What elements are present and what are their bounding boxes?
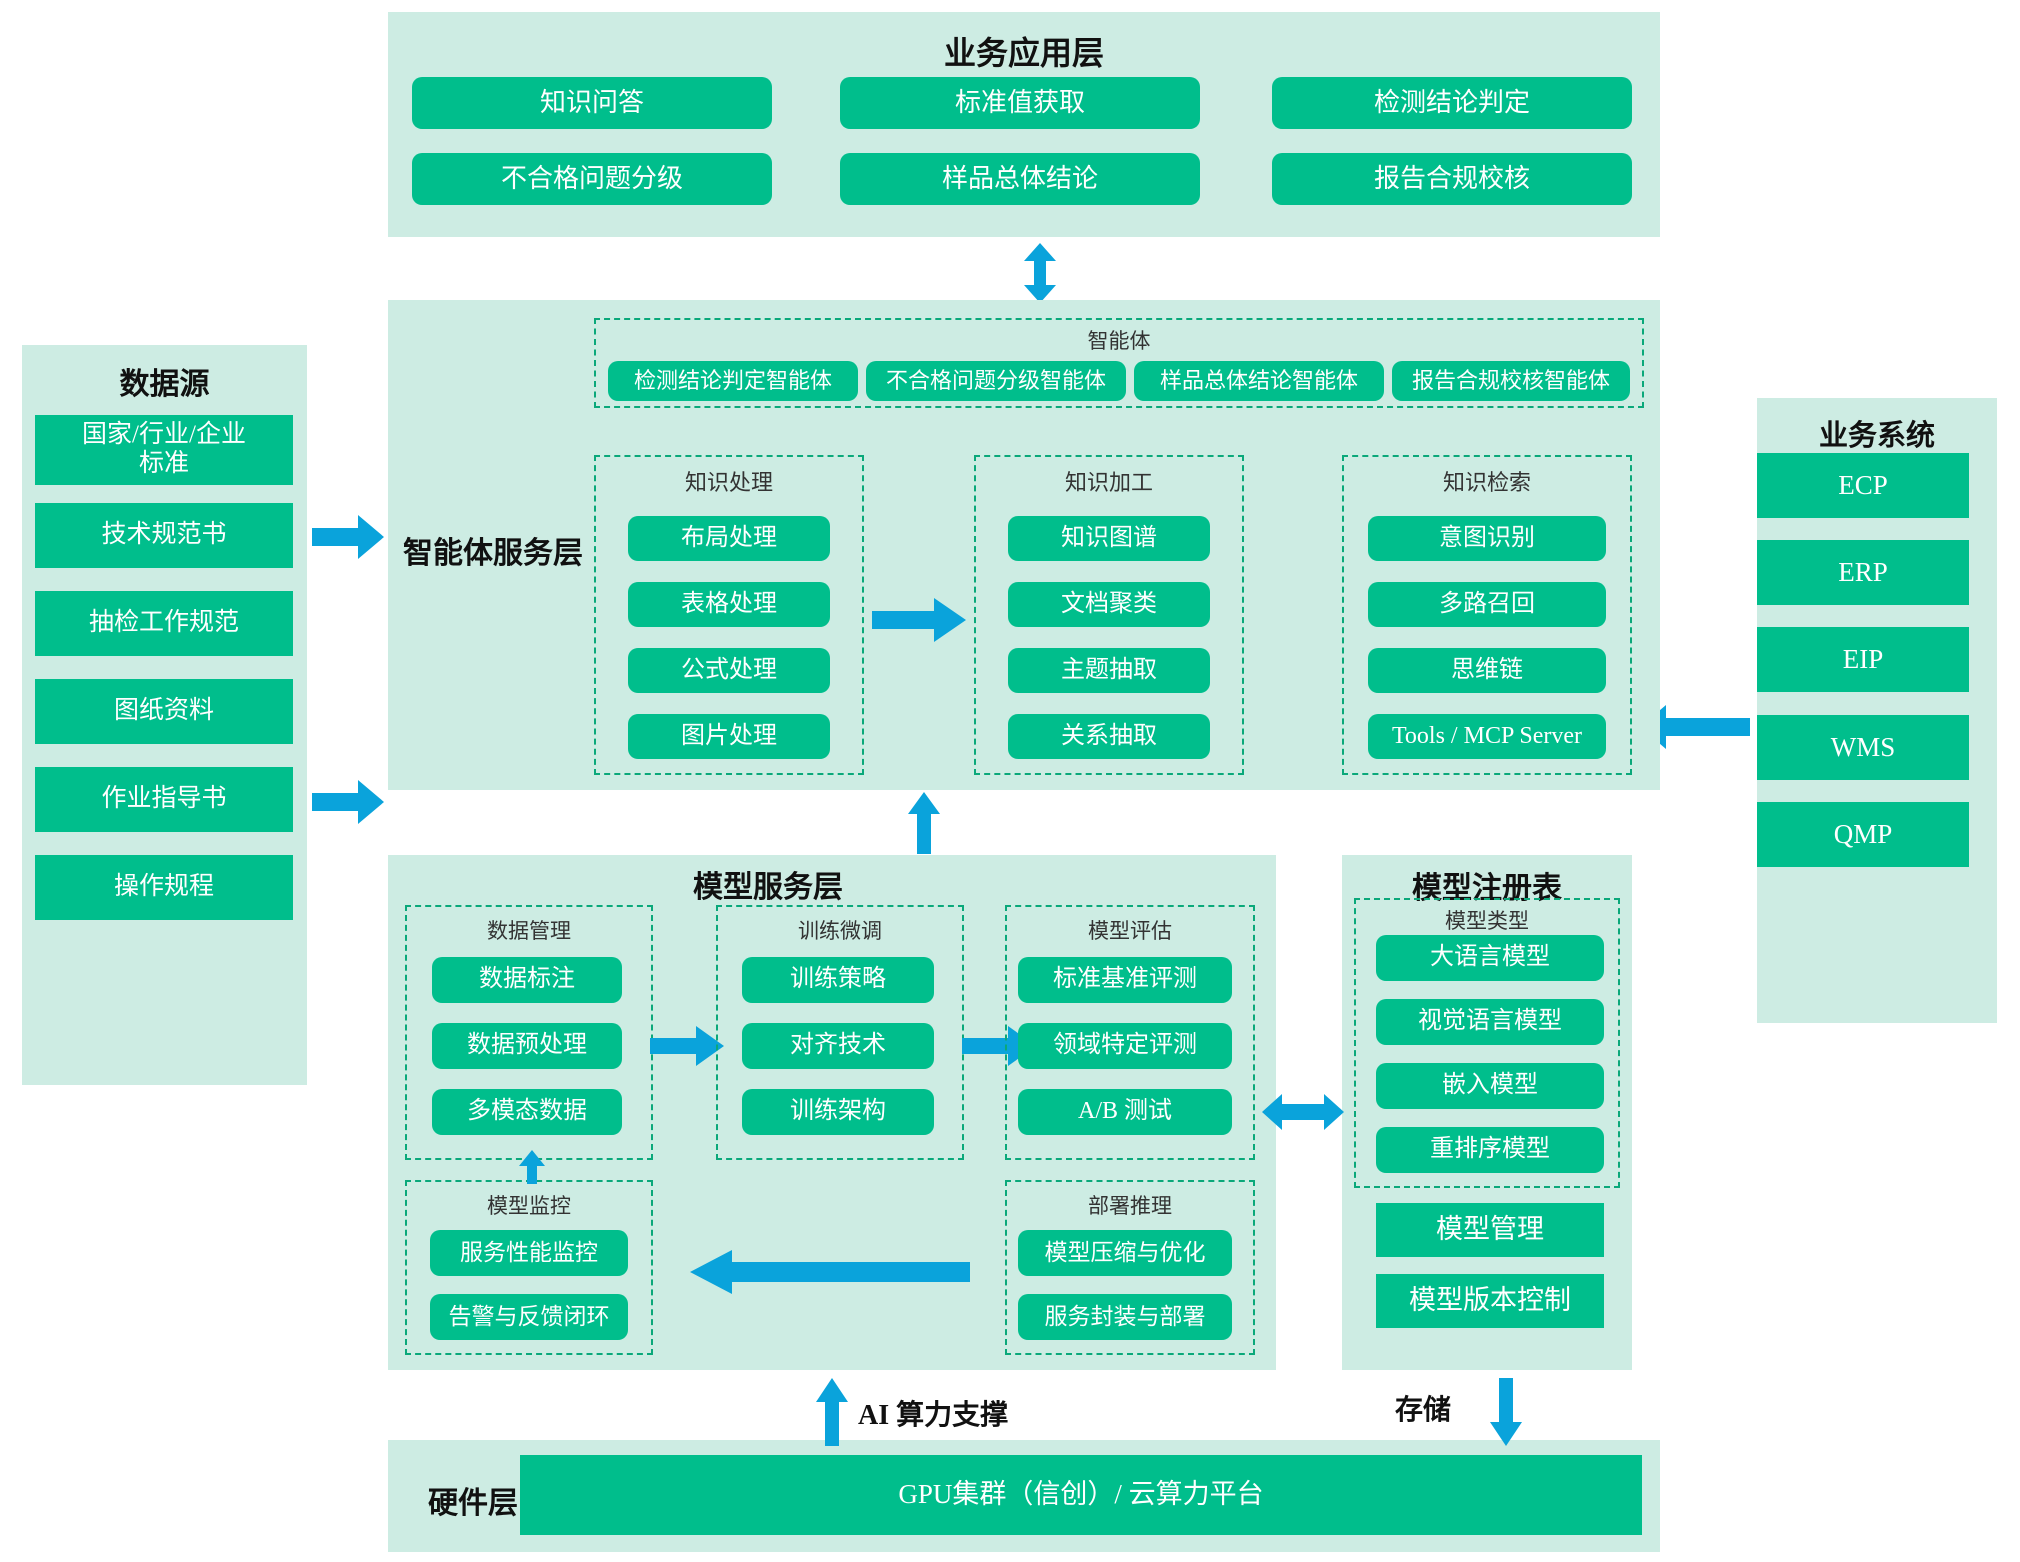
model-registry-item-management[interactable]: 模型管理 — [1376, 1203, 1604, 1257]
arrow-datasource-agent-top — [312, 515, 384, 559]
model-service-layer-title: 模型服务层 — [693, 871, 843, 904]
model-evaluation-group: 模型评估 — [1005, 905, 1255, 1160]
knowledge-retrieval-item-recall[interactable]: 多路召回 — [1368, 582, 1606, 627]
agent-item-report-compliance[interactable]: 报告合规校核智能体 — [1392, 361, 1630, 401]
business-system-item-wms[interactable]: WMS — [1757, 715, 1969, 780]
model-type-item-vlm[interactable]: 视觉语言模型 — [1376, 999, 1604, 1045]
data-management-item-preprocessing[interactable]: 数据预处理 — [432, 1023, 622, 1069]
training-finetune-group: 训练微调 — [716, 905, 964, 1160]
arrow-evaluation-registry — [1262, 1090, 1344, 1134]
knowledge-retrieval-item-cot[interactable]: 思维链 — [1368, 648, 1606, 693]
model-monitoring-title: 模型监控 — [487, 1194, 571, 1218]
model-type-item-embedding[interactable]: 嵌入模型 — [1376, 1063, 1604, 1109]
business-system-item-qmp[interactable]: QMP — [1757, 802, 1969, 867]
data-management-title: 数据管理 — [487, 919, 571, 943]
business-system-item-erp[interactable]: ERP — [1757, 540, 1969, 605]
evaluation-item-benchmark[interactable]: 标准基准评测 — [1018, 957, 1232, 1003]
app-item-report-compliance[interactable]: 报告合规校核 — [1272, 153, 1632, 205]
arrow-data-to-training — [650, 1026, 724, 1066]
app-item-sample-conclusion[interactable]: 样品总体结论 — [840, 153, 1200, 205]
model-evaluation-title: 模型评估 — [1088, 919, 1172, 943]
app-item-knowledge-qa[interactable]: 知识问答 — [412, 77, 772, 129]
evaluation-item-ab-test[interactable]: A/B 测试 — [1018, 1089, 1232, 1135]
agent-item-test-conclusion[interactable]: 检测结论判定智能体 — [608, 361, 858, 401]
agents-group-title: 智能体 — [1087, 329, 1151, 353]
model-types-group: 模型类型 — [1354, 898, 1620, 1188]
hardware-layer-item[interactable]: GPU集群（信创）/ 云算力平台 — [520, 1455, 1642, 1535]
business-system-item-eip[interactable]: EIP — [1757, 627, 1969, 692]
knowledge-refining-item-topic[interactable]: 主题抽取 — [1008, 648, 1210, 693]
monitoring-item-alert-feedback[interactable]: 告警与反馈闭环 — [430, 1294, 628, 1340]
arrow-registry-to-hardware — [1484, 1378, 1528, 1446]
app-item-defect-grading[interactable]: 不合格问题分级 — [412, 153, 772, 205]
data-management-item-multimodal[interactable]: 多模态数据 — [432, 1089, 622, 1135]
data-source-title: 数据源 — [119, 368, 210, 401]
arrow-training-to-evaluation — [962, 1026, 1036, 1066]
knowledge-retrieval-group: 知识检索 — [1342, 455, 1632, 775]
data-source-item-operating-procedure[interactable]: 操作规程 — [35, 855, 293, 920]
hardware-layer-label: 硬件层 — [428, 1487, 518, 1520]
evaluation-item-domain[interactable]: 领域特定评测 — [1018, 1023, 1232, 1069]
data-management-group: 数据管理 — [405, 905, 653, 1160]
model-monitoring-group: 模型监控 — [405, 1180, 653, 1355]
storage-label: 存储 — [1395, 1395, 1452, 1426]
monitoring-item-performance[interactable]: 服务性能监控 — [430, 1230, 628, 1276]
agent-service-layer-title: 智能体服务层 — [403, 537, 583, 570]
ai-compute-label: AI 算力支撑 — [858, 1400, 1009, 1431]
app-item-standard-value[interactable]: 标准值获取 — [840, 77, 1200, 129]
deployment-item-service-packaging[interactable]: 服务封装与部署 — [1018, 1294, 1232, 1340]
arrow-deployment-to-monitoring — [690, 1250, 970, 1294]
arrow-model-to-agent — [902, 792, 946, 854]
arrow-app-agent — [1018, 243, 1062, 303]
training-item-strategy[interactable]: 训练策略 — [742, 957, 934, 1003]
knowledge-processing-title: 知识处理 — [684, 470, 773, 495]
knowledge-refining-item-graph[interactable]: 知识图谱 — [1008, 516, 1210, 561]
training-item-architecture[interactable]: 训练架构 — [742, 1089, 934, 1135]
agents-group: 智能体 — [594, 318, 1644, 408]
knowledge-refining-group: 知识加工 — [974, 455, 1244, 775]
model-types-title: 模型类型 — [1445, 909, 1529, 933]
data-source-item-tech-spec[interactable]: 技术规范书 — [35, 503, 293, 568]
knowledge-processing-item-layout[interactable]: 布局处理 — [628, 516, 830, 561]
model-registry-item-version-control[interactable]: 模型版本控制 — [1376, 1274, 1604, 1328]
data-source-item-work-instruction[interactable]: 作业指导书 — [35, 767, 293, 832]
knowledge-processing-group: 知识处理 — [594, 455, 864, 775]
agent-item-defect-grading[interactable]: 不合格问题分级智能体 — [866, 361, 1126, 401]
training-finetune-title: 训练微调 — [798, 919, 882, 943]
knowledge-refining-item-relation[interactable]: 关系抽取 — [1008, 714, 1210, 759]
arrow-monitoring-to-data — [519, 1150, 545, 1184]
business-application-layer-title: 业务应用层 — [943, 35, 1104, 71]
knowledge-retrieval-item-intent[interactable]: 意图识别 — [1368, 516, 1606, 561]
arrow-business-systems-agent — [1640, 705, 1750, 749]
app-item-test-conclusion[interactable]: 检测结论判定 — [1272, 77, 1632, 129]
knowledge-processing-item-table[interactable]: 表格处理 — [628, 582, 830, 627]
arrow-hardware-to-model — [810, 1378, 854, 1446]
knowledge-processing-item-image[interactable]: 图片处理 — [628, 714, 830, 759]
knowledge-processing-item-formula[interactable]: 公式处理 — [628, 648, 830, 693]
agent-item-sample-conclusion[interactable]: 样品总体结论智能体 — [1134, 361, 1384, 401]
knowledge-retrieval-title: 知识检索 — [1442, 470, 1531, 495]
knowledge-retrieval-item-tools[interactable]: Tools / MCP Server — [1368, 714, 1606, 759]
arrow-knowledge-processing-to-refining — [872, 598, 966, 642]
deployment-inference-title: 部署推理 — [1088, 1194, 1172, 1218]
deployment-item-compression[interactable]: 模型压缩与优化 — [1018, 1230, 1232, 1276]
training-item-alignment[interactable]: 对齐技术 — [742, 1023, 934, 1069]
data-source-item-drawings[interactable]: 图纸资料 — [35, 679, 293, 744]
business-systems-title: 业务系统 — [1818, 420, 1935, 452]
knowledge-refining-item-clustering[interactable]: 文档聚类 — [1008, 582, 1210, 627]
data-management-item-annotation[interactable]: 数据标注 — [432, 957, 622, 1003]
business-system-item-ecp[interactable]: ECP — [1757, 453, 1969, 518]
deployment-inference-group: 部署推理 — [1005, 1180, 1255, 1355]
knowledge-refining-title: 知识加工 — [1064, 470, 1153, 495]
arrow-datasource-model — [312, 780, 384, 824]
model-type-item-llm[interactable]: 大语言模型 — [1376, 935, 1604, 981]
data-source-item-standards[interactable]: 国家/行业/企业 标准 — [35, 415, 293, 485]
model-type-item-reranker[interactable]: 重排序模型 — [1376, 1127, 1604, 1173]
data-source-item-sampling-spec[interactable]: 抽检工作规范 — [35, 591, 293, 656]
